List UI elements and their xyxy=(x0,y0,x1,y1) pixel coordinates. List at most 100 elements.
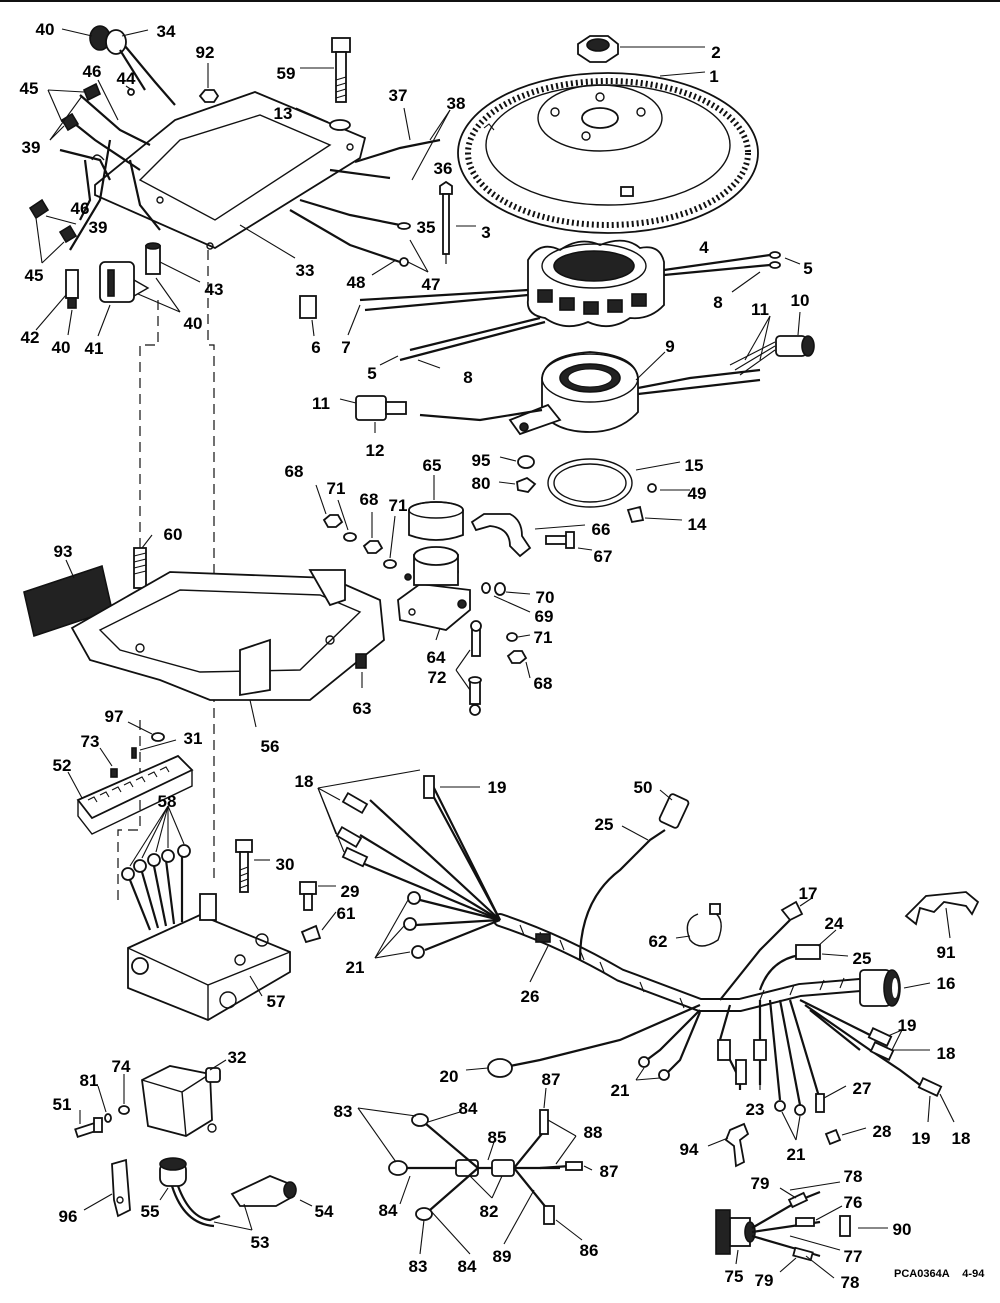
callout-9: 9 xyxy=(665,337,674,356)
callout-25: 25 xyxy=(853,949,872,968)
callout-61: 61 xyxy=(337,904,356,923)
connector-50 xyxy=(658,793,690,829)
callout-19: 19 xyxy=(898,1016,917,1035)
callout-2: 2 xyxy=(711,43,720,62)
callout-82: 82 xyxy=(480,1202,499,1221)
callout-40: 40 xyxy=(36,20,55,39)
callout-80: 80 xyxy=(472,474,491,493)
callout-66: 66 xyxy=(592,520,611,539)
callout-87: 87 xyxy=(600,1162,619,1181)
callout-46: 46 xyxy=(83,62,102,81)
callout-68: 68 xyxy=(534,674,553,693)
drawing-date: 4-94 xyxy=(962,1268,985,1280)
callout-77: 77 xyxy=(844,1247,863,1266)
callout-27: 27 xyxy=(853,1079,872,1098)
connector-10 xyxy=(775,335,815,357)
ignition-coil-32 xyxy=(141,1065,221,1137)
timer-base-9 xyxy=(508,351,639,436)
plug-16 xyxy=(859,969,901,1007)
sleeve-65 xyxy=(408,501,464,541)
bolt-30 xyxy=(235,839,253,893)
wire-terminal-42 xyxy=(65,269,79,309)
tray-56 xyxy=(70,569,385,701)
callout-87: 87 xyxy=(542,1070,561,1089)
callout-67: 67 xyxy=(594,547,613,566)
callout-78: 78 xyxy=(841,1273,860,1292)
callout-31: 31 xyxy=(184,729,203,748)
callout-84: 84 xyxy=(379,1201,398,1220)
callout-19: 19 xyxy=(488,778,507,797)
callout-36: 36 xyxy=(434,159,453,178)
spark-boot-54 xyxy=(230,1175,297,1207)
callout-49: 49 xyxy=(688,484,707,503)
callout-53: 53 xyxy=(251,1233,270,1252)
callout-86: 86 xyxy=(580,1241,599,1260)
callout-40: 40 xyxy=(52,338,71,357)
callout-76: 76 xyxy=(844,1193,863,1212)
callout-64: 64 xyxy=(427,648,446,667)
callout-18: 18 xyxy=(295,772,314,791)
callout-12: 12 xyxy=(366,441,385,460)
callout-41: 41 xyxy=(85,339,104,358)
callout-21: 21 xyxy=(611,1081,630,1100)
callout-89: 89 xyxy=(493,1247,512,1266)
clamp-66 xyxy=(470,513,532,558)
callout-84: 84 xyxy=(459,1099,478,1118)
callout-20: 20 xyxy=(440,1067,459,1086)
terminal-block-52 xyxy=(76,754,194,835)
drawing-code-footer: PCA0364A 4-94 xyxy=(894,1268,984,1280)
callout-48: 48 xyxy=(347,273,366,292)
callout-44: 44 xyxy=(117,69,136,88)
flywheel-nut-2 xyxy=(577,35,619,63)
callout-18: 18 xyxy=(952,1129,971,1148)
callout-8: 8 xyxy=(713,293,722,312)
callout-10: 10 xyxy=(791,291,810,310)
callout-55: 55 xyxy=(141,1202,160,1221)
bolt-59 xyxy=(331,37,351,103)
callout-93: 93 xyxy=(54,542,73,561)
callout-21: 21 xyxy=(346,958,365,977)
callout-14: 14 xyxy=(688,515,707,534)
callout-75: 75 xyxy=(725,1267,744,1286)
callout-25: 25 xyxy=(595,815,614,834)
callout-26: 26 xyxy=(521,987,540,1006)
callout-68: 68 xyxy=(360,490,379,509)
callout-4: 4 xyxy=(699,238,709,257)
callout-5: 5 xyxy=(367,364,376,383)
callout-24: 24 xyxy=(825,914,844,933)
callout-78: 78 xyxy=(844,1167,863,1186)
callout-50: 50 xyxy=(634,778,653,797)
callout-11: 11 xyxy=(751,300,769,319)
callout-23: 23 xyxy=(746,1100,765,1119)
solenoid-64 xyxy=(397,546,471,631)
callout-30: 30 xyxy=(276,855,295,874)
callout-83: 83 xyxy=(409,1257,428,1276)
callout-65: 65 xyxy=(423,456,442,475)
callout-71: 71 xyxy=(327,479,346,498)
callout-15: 15 xyxy=(685,456,704,475)
callout-21: 21 xyxy=(787,1145,806,1164)
callout-92: 92 xyxy=(196,43,215,62)
callout-56: 56 xyxy=(261,737,280,756)
callout-19: 19 xyxy=(912,1129,931,1148)
callout-62: 62 xyxy=(649,932,668,951)
callout-96: 96 xyxy=(59,1207,78,1226)
callout-38: 38 xyxy=(447,94,466,113)
callout-45: 45 xyxy=(25,266,44,285)
callout-91: 91 xyxy=(937,943,956,962)
callout-17: 17 xyxy=(799,884,818,903)
callout-69: 69 xyxy=(535,607,554,626)
screw-51 xyxy=(74,1117,103,1139)
callout-63: 63 xyxy=(353,699,372,718)
callout-3: 3 xyxy=(481,223,490,242)
callout-73: 73 xyxy=(81,732,100,751)
callout-45: 45 xyxy=(20,79,39,98)
flywheel-1 xyxy=(457,72,759,234)
callout-74: 74 xyxy=(112,1057,131,1076)
callout-72: 72 xyxy=(428,668,447,687)
callout-52: 52 xyxy=(53,756,72,775)
electrical-cover-33 xyxy=(94,91,367,250)
callout-11: 11 xyxy=(312,394,330,413)
callout-33: 33 xyxy=(296,261,315,280)
